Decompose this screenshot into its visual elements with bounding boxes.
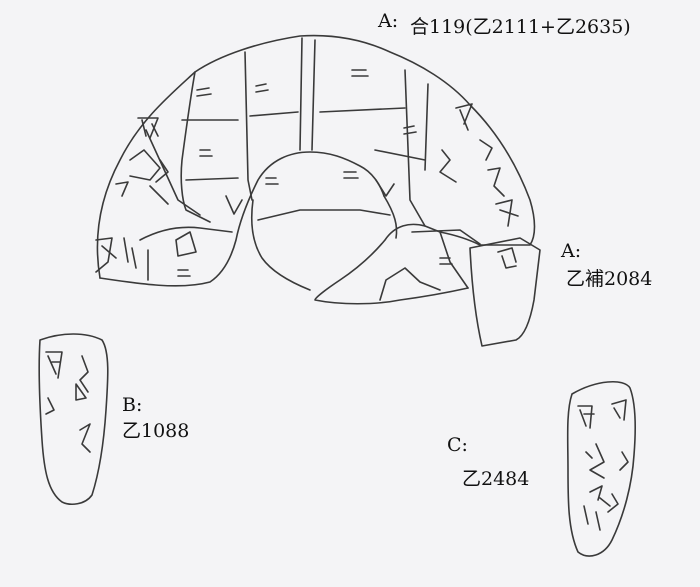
fragment-b-caption: 乙1088 — [122, 420, 190, 442]
fragment-b — [38, 333, 109, 505]
fragment-a-main — [95, 34, 536, 305]
fragment-a-supplement — [469, 237, 541, 347]
fragment-a-supplement-caption: 乙補2084 — [566, 268, 653, 290]
fragment-c-key: C: — [447, 434, 468, 456]
fragment-b-key: B: — [122, 394, 143, 416]
fragment-c — [566, 380, 636, 557]
fragment-a-key: A: — [378, 10, 399, 32]
fragment-c-caption: 乙2484 — [462, 468, 530, 490]
fragment-a-caption: 合119(乙2111+乙2635) — [410, 16, 631, 38]
fragment-a-supplement-key: A: — [561, 240, 582, 262]
